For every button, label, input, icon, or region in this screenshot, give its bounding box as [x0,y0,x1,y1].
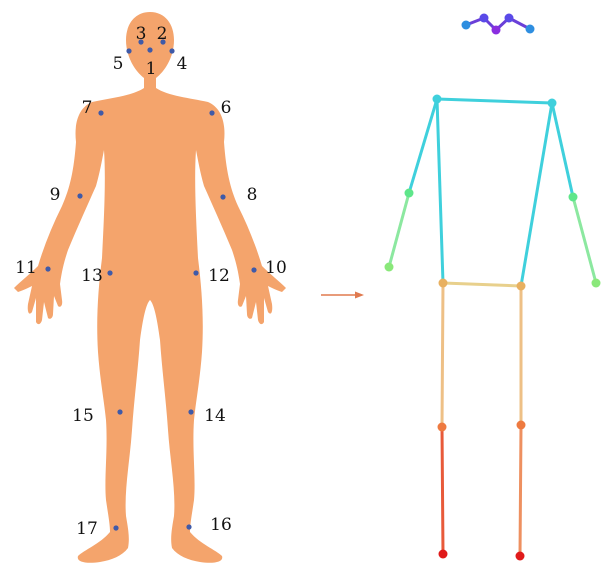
limb-shin-right [520,425,521,556]
arrow-head [355,292,364,299]
keypoint-label-6: 6 [221,98,232,118]
keypoint-dot-13 [107,270,112,275]
keypoint-dot-16 [186,524,191,529]
joint-head-point [492,26,501,35]
keypoint-dot-12 [193,270,198,275]
joint-shoulder-left [433,95,442,104]
limb-forearm-left [389,193,409,267]
keypoint-label-8: 8 [247,185,258,205]
keypoint-dot-4 [169,48,174,53]
joint-wrist-left [385,263,394,272]
keypoint-dot-14 [188,409,193,414]
skeleton-limbs [389,18,596,556]
limb-hip-line [443,283,521,286]
keypoint-label-5: 5 [113,54,124,74]
limb-thigh-left [442,283,443,427]
limb-shin-left [442,427,443,554]
keypoint-label-12: 12 [208,266,230,286]
keypoint-dot-9 [77,193,82,198]
keypoint-label-11: 11 [15,258,37,278]
limb-torso-right [521,103,552,286]
keypoint-label-1: 1 [146,59,157,79]
transform-arrow [321,292,364,299]
joint-hip-right [517,282,526,291]
joint-elbow-left [405,189,414,198]
keypoint-label-9: 9 [50,185,61,205]
joint-head-point [480,14,489,23]
joint-head-point [505,14,514,23]
keypoint-dot-8 [220,194,225,199]
joint-elbow-right [569,193,578,202]
keypoint-dot-10 [251,267,256,272]
limb-torso-left [437,99,443,283]
joint-hip-left [439,279,448,288]
keypoint-label-7: 7 [82,98,93,118]
joint-knee-left [438,423,447,432]
keypoint-label-14: 14 [204,406,226,426]
limb-upper-arm-left [409,99,437,193]
limb-upper-arm-right [552,103,573,197]
keypoint-label-2: 2 [157,24,168,44]
skeleton-joints [385,14,601,561]
body-shape [14,12,286,563]
keypoint-dot-1 [147,47,152,52]
joint-ankle-left [439,550,448,559]
limb-forearm-right [573,197,596,283]
joint-head-point [462,21,471,30]
keypoint-label-16: 16 [210,515,232,535]
keypoint-dot-17 [113,525,118,530]
keypoint-label-13: 13 [81,266,103,286]
keypoint-label-3: 3 [136,24,147,44]
human-body-silhouette [14,12,286,563]
joint-shoulder-right [548,99,557,108]
joint-knee-right [517,421,526,430]
keypoint-dot-7 [98,110,103,115]
keypoint-dot-6 [209,110,214,115]
joint-wrist-right [592,279,601,288]
keypoint-dot-15 [117,409,122,414]
keypoint-dot-5 [126,48,131,53]
keypoint-label-4: 4 [177,54,188,74]
keypoint-label-15: 15 [72,406,94,426]
joint-head-point [526,25,535,34]
limb-shoulder-line [437,99,552,103]
keypoint-label-17: 17 [76,519,98,539]
joint-ankle-right [516,552,525,561]
keypoint-label-10: 10 [265,258,287,278]
keypoint-dot-11 [45,266,50,271]
